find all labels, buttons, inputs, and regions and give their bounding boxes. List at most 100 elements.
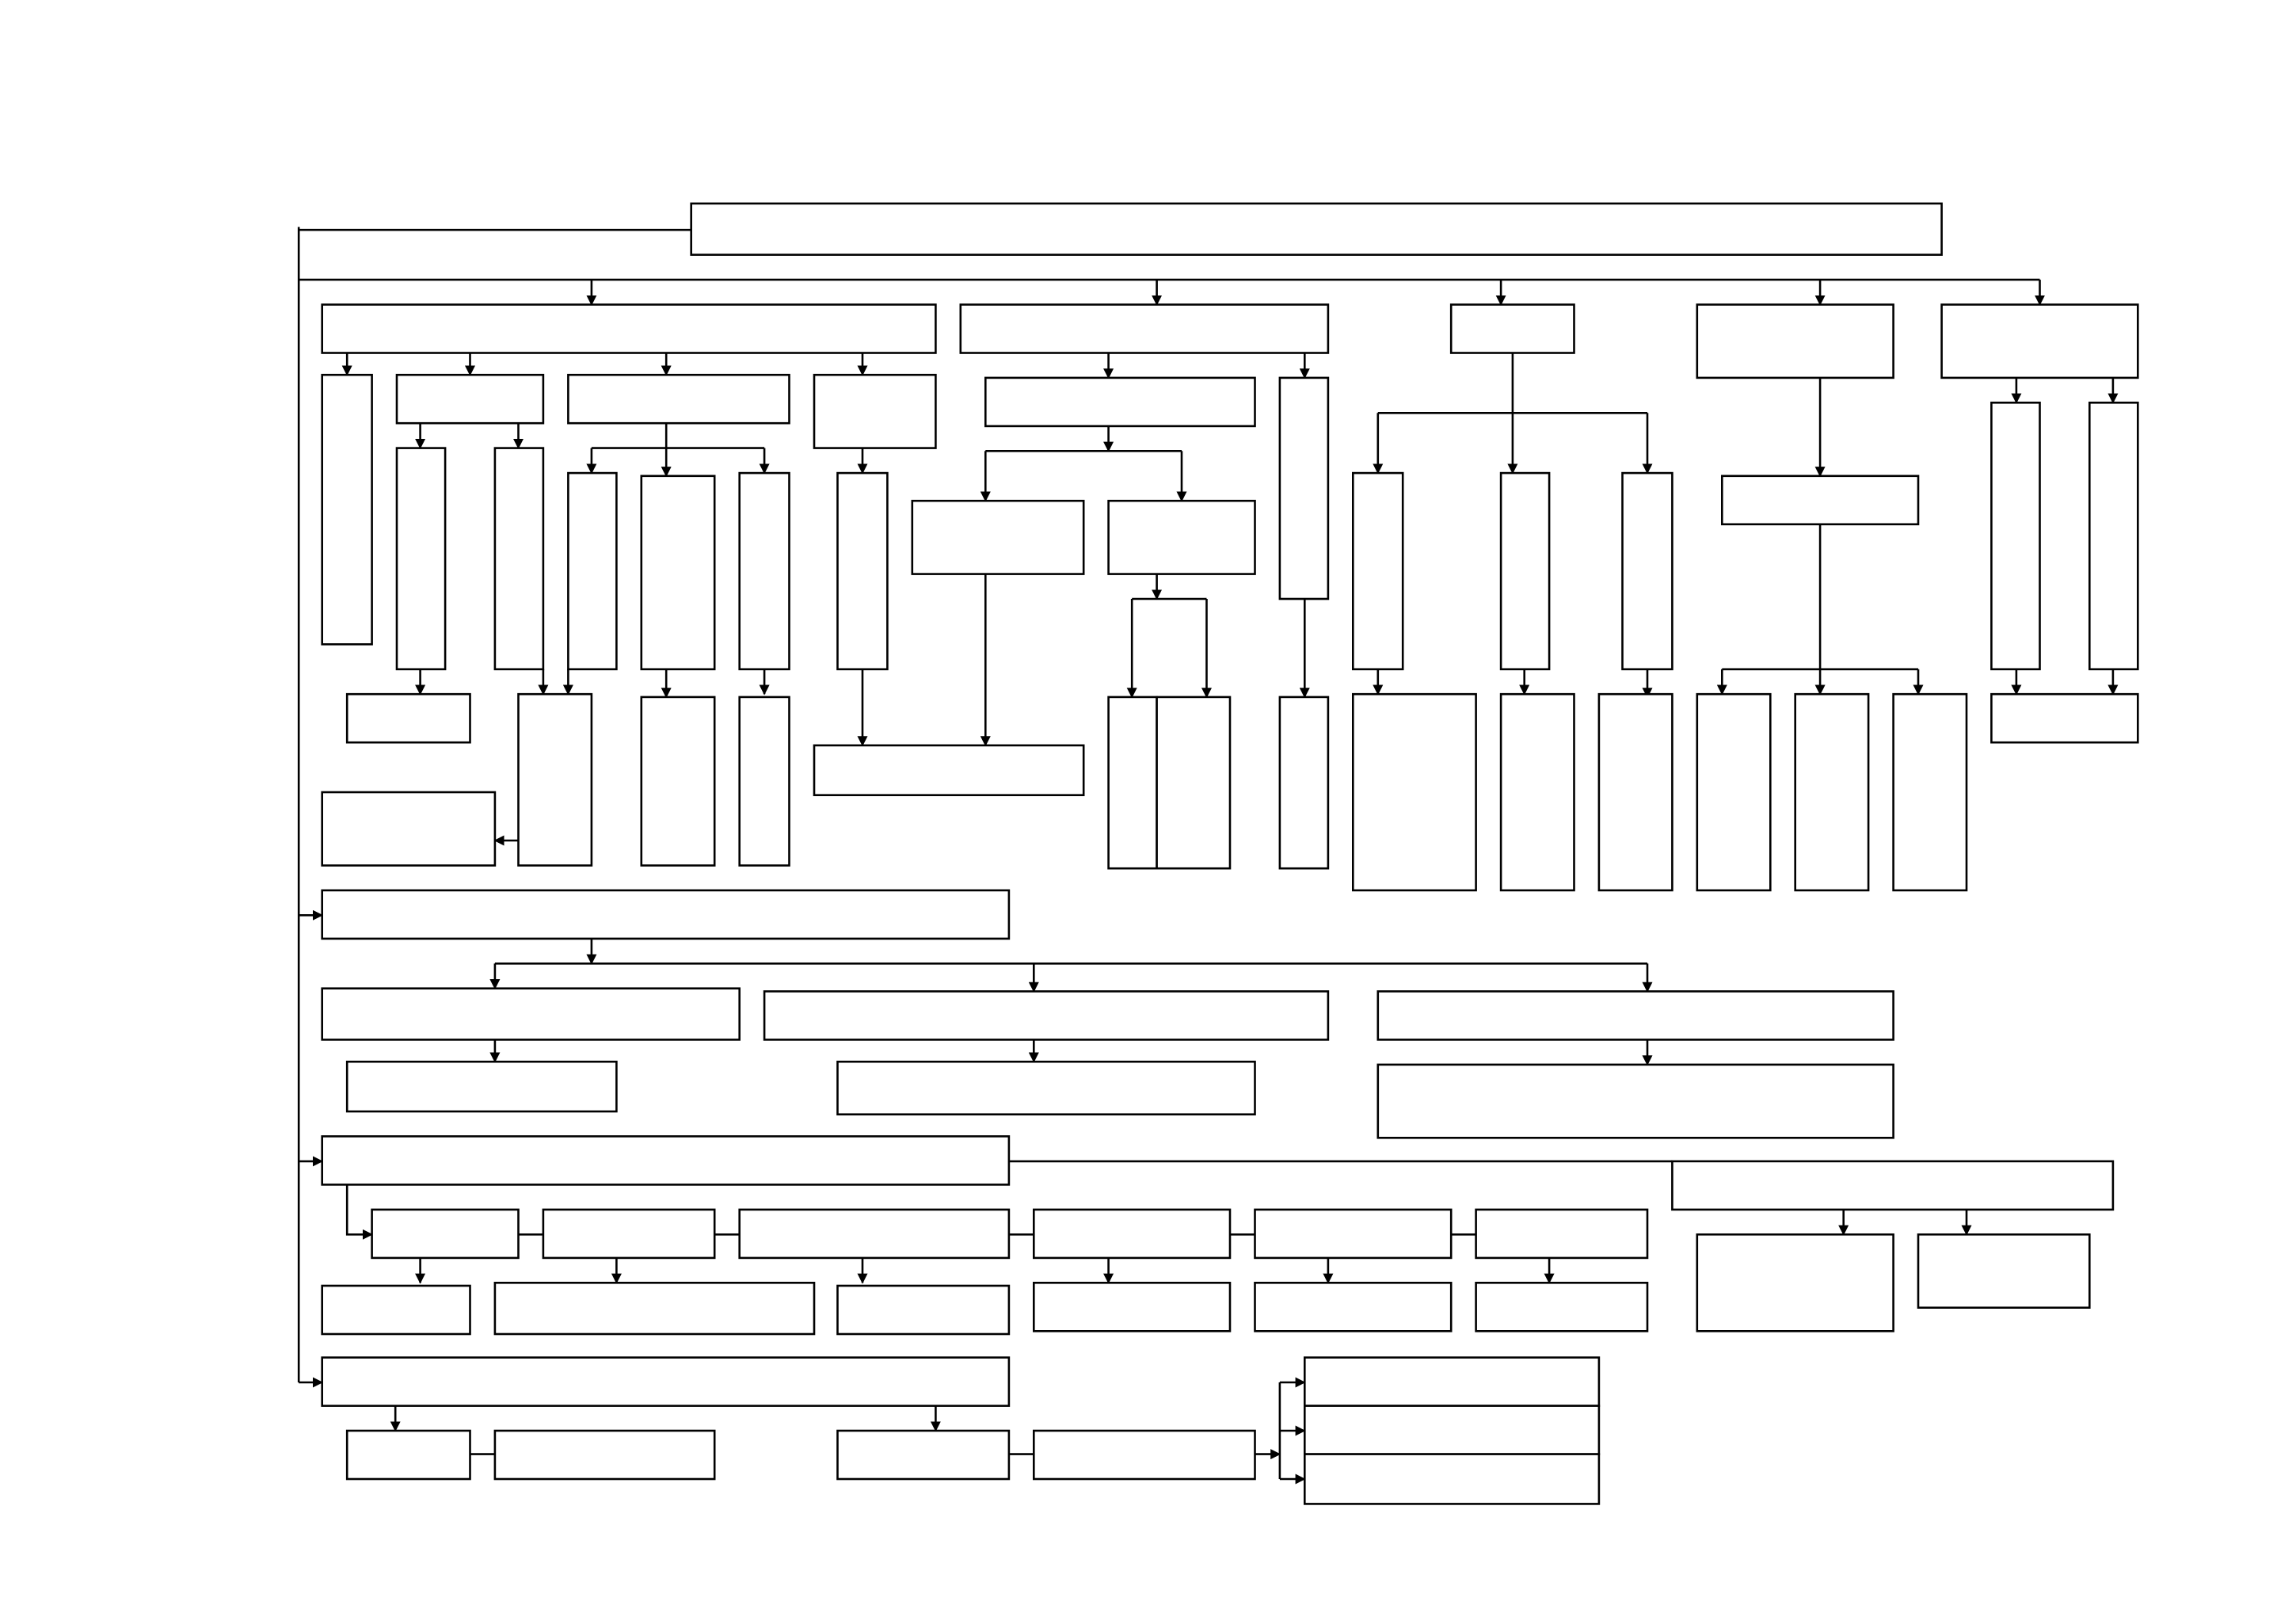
chart-box <box>911 499 1085 575</box>
chart-box <box>493 1282 816 1336</box>
chart-box <box>1696 1233 1894 1332</box>
chart-box <box>321 889 1011 940</box>
chart-box <box>567 373 790 425</box>
box-frame <box>1696 303 1894 379</box>
chart-box <box>1107 499 1256 575</box>
box-frame <box>813 744 1085 797</box>
box-frame <box>542 1208 716 1260</box>
chart-box <box>345 1060 618 1113</box>
box-frame <box>1671 1160 2115 1211</box>
chart-box <box>1033 1429 1256 1481</box>
chart-box <box>959 303 1330 354</box>
box-frame <box>321 1135 1011 1186</box>
box-frame <box>1721 475 1920 526</box>
chart-box <box>371 1208 520 1260</box>
box-frame <box>321 303 937 354</box>
chart-box <box>321 987 741 1041</box>
chart-box <box>738 471 790 671</box>
chart-box <box>813 744 1085 797</box>
chart-box <box>640 696 716 867</box>
box-frame <box>321 373 373 646</box>
box-frame <box>1892 692 1968 892</box>
box-frame <box>640 696 716 867</box>
chart-box <box>321 373 373 646</box>
chart-box <box>395 373 545 425</box>
chart-box <box>836 1429 1011 1481</box>
chart-box <box>1352 692 1477 892</box>
chart-box <box>1475 1282 1649 1332</box>
box-frame <box>836 1284 1011 1336</box>
chart-box <box>836 1284 1011 1336</box>
box-frame <box>836 1429 1011 1481</box>
chart-box <box>1621 471 1673 671</box>
box-frame <box>1449 303 1575 354</box>
box-frame <box>1794 692 1870 892</box>
chart-box <box>1304 1356 1601 1407</box>
box-frame <box>1940 303 2139 379</box>
box-frame <box>1278 376 1330 600</box>
box-frame <box>1696 1233 1894 1332</box>
chart-box <box>1254 1208 1453 1260</box>
chart-box <box>493 447 545 671</box>
chart-box <box>345 1429 471 1481</box>
box-frame <box>1621 471 1673 671</box>
box-frame <box>321 987 741 1041</box>
box-layer <box>321 202 2139 1505</box>
box-frame <box>345 1060 618 1113</box>
chart-box <box>1917 1233 2091 1309</box>
box-frame <box>1475 1208 1649 1260</box>
box-frame <box>1696 692 1772 892</box>
chart-box <box>836 471 889 671</box>
chart-box <box>493 1429 716 1481</box>
box-frame <box>1352 692 1477 892</box>
box-frame <box>321 791 497 867</box>
chart-box <box>321 791 497 867</box>
chart-box <box>2088 401 2139 671</box>
chart-box <box>738 1208 1011 1260</box>
chart-box <box>1597 692 1673 892</box>
chart-box <box>1278 376 1330 600</box>
box-frame <box>690 202 1943 256</box>
box-frame <box>911 499 1085 575</box>
box-frame <box>836 1060 1256 1115</box>
chart-box <box>321 1284 471 1336</box>
box-frame <box>321 1284 471 1336</box>
box-frame <box>1499 471 1551 671</box>
box-frame <box>395 373 545 425</box>
box-frame <box>1304 1356 1601 1407</box>
box-frame <box>738 1208 1011 1260</box>
box-frame <box>493 447 545 671</box>
box-frame <box>1033 1429 1256 1481</box>
box-frame <box>813 373 937 449</box>
chart-box <box>321 1135 1011 1186</box>
box-frame <box>321 1356 1011 1407</box>
chart-box <box>640 475 716 671</box>
box-frame <box>493 1282 816 1336</box>
chart-box <box>345 692 471 744</box>
chart-box <box>567 471 618 671</box>
chart-box <box>1352 471 1404 671</box>
chart-box <box>1449 303 1575 354</box>
chart-box <box>517 692 593 867</box>
box-frame <box>984 376 1256 428</box>
box-frame <box>1278 696 1330 870</box>
chart-box <box>1892 692 1968 892</box>
box-frame <box>371 1208 520 1260</box>
chart-box <box>1107 696 1158 870</box>
box-frame <box>1990 401 2041 671</box>
box-frame <box>959 303 1330 354</box>
box-frame <box>1304 1405 1601 1455</box>
box-frame <box>1107 696 1158 870</box>
chart-box <box>1696 303 1894 379</box>
chart-box <box>1499 471 1551 671</box>
chart-box <box>763 990 1330 1041</box>
box-frame <box>1475 1282 1649 1332</box>
chart-box <box>1278 696 1330 870</box>
box-frame <box>1376 1063 1894 1139</box>
box-frame <box>1499 692 1575 892</box>
chart-box <box>738 696 790 867</box>
box-frame <box>345 692 471 744</box>
box-frame <box>1376 990 1894 1041</box>
chart-box <box>813 373 937 449</box>
